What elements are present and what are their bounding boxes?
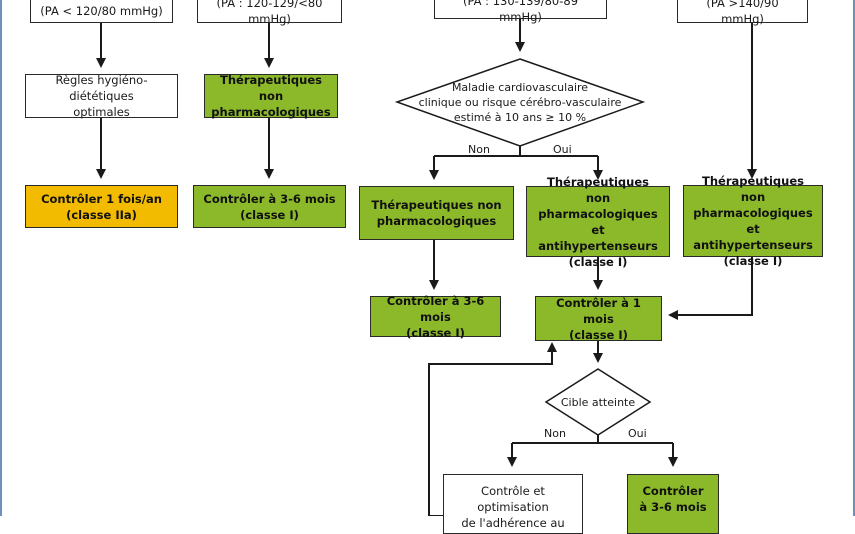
- combined-therapy-box-col3: Thérapeutiques non pharmacologiques et a…: [526, 175, 670, 269]
- frame-left-edge: [0, 0, 2, 516]
- risk-yes-label: Oui: [553, 143, 572, 156]
- bp-range-stage1-text: (PA : 130-139/80-89 mmHg): [462, 0, 579, 24]
- frame-right-edge: [853, 0, 855, 516]
- bp-range-elevated-text: (PA : 120-129/<80 mmHg): [216, 0, 323, 26]
- control-3-6-months-text-final: Contrôler à 3-6 mois: [639, 484, 707, 514]
- control-yearly-box: Contrôler 1 fois/an (classe IIa): [25, 185, 178, 228]
- nonpharma-therapy-text-col2: Thérapeutiques non pharmacologiques: [211, 73, 331, 119]
- combined-therapy-text-col4: Thérapeutiques non pharmacologiques et a…: [693, 174, 813, 268]
- adherence-optimisation-box: Contrôle et optimisation de l'adhérence …: [443, 474, 583, 534]
- control-3-6-months-box-final: Contrôler à 3-6 mois: [627, 474, 719, 534]
- arrow-col4-to-control: [668, 257, 753, 320]
- hygiene-measures-text: Règles hygiéno-diététiques optimales: [55, 73, 148, 119]
- bp-range-stage2-text: (PA >140/90 mmHg): [706, 0, 779, 26]
- arrow-optimise-loop: [428, 342, 557, 516]
- control-3-6-months-text-col2: Contrôler à 3-6 mois (classe I): [203, 191, 336, 222]
- bp-range-box-normal: (PA < 120/80 mmHg): [30, 0, 173, 23]
- bp-range-box-elevated: (PA : 120-129/<80 mmHg): [197, 0, 342, 26]
- nonpharma-therapy-box-col2: Thérapeutiques non pharmacologiques: [204, 73, 338, 119]
- bp-range-box-stage2: (PA >140/90 mmHg): [677, 0, 808, 26]
- nonpharma-therapy-box-col3: Thérapeutiques non pharmacologiques: [359, 186, 514, 240]
- nonpharma-therapy-text-col3: Thérapeutiques non pharmacologiques: [371, 198, 502, 228]
- target-decision-text: Cible atteinte: [560, 395, 636, 409]
- control-yearly-text: Contrôler 1 fois/an (classe IIa): [41, 191, 162, 222]
- decision-diamond-risk: [394, 58, 646, 147]
- decision-diamond-target: [544, 368, 652, 436]
- hygiene-measures-box: Règles hygiéno-diététiques optimales: [25, 73, 178, 119]
- control-1-month-box: Contrôler à 1 mois (classe I): [535, 295, 662, 342]
- risk-no-label: Non: [468, 143, 490, 156]
- adherence-optimisation-text: Contrôle et optimisation de l'adhérence …: [461, 484, 565, 530]
- combined-therapy-box-col4: Thérapeutiques non pharmacologiques et a…: [683, 174, 823, 268]
- target-no-label: Non: [544, 427, 566, 440]
- risk-decision-text: Maladie cardiovasculaire clinique ou ris…: [418, 80, 622, 124]
- control-3-6-months-box-col3: Contrôler à 3-6 mois (classe I): [370, 294, 501, 340]
- control-3-6-months-text-col3: Contrôler à 3-6 mois (classe I): [386, 293, 485, 340]
- control-1-month-text: Contrôler à 1 mois (classe I): [556, 295, 641, 342]
- bp-range-normal-text: (PA < 120/80 mmHg): [40, 3, 163, 18]
- control-3-6-months-box-col2: Contrôler à 3-6 mois (classe I): [193, 185, 346, 228]
- bp-range-box-stage1: (PA : 130-139/80-89 mmHg): [434, 0, 607, 24]
- target-yes-label: Oui: [628, 427, 647, 440]
- connector-lines: [96, 19, 757, 516]
- combined-therapy-text-col3: Thérapeutiques non pharmacologiques et a…: [538, 174, 658, 269]
